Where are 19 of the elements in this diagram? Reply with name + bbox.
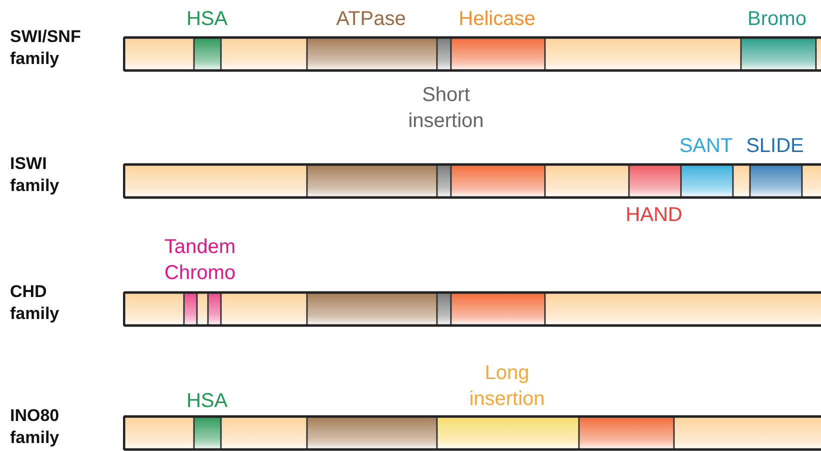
domain-label: HSA: [185, 7, 229, 32]
family-label: INO80 family: [10, 405, 60, 449]
domain-label: Tandem Chromo: [163, 235, 237, 286]
domain-label: Long insertion: [468, 361, 546, 412]
protein-domain-bar: [123, 415, 821, 451]
family-label: SWI/SNF family: [10, 26, 82, 70]
family-label: CHD family: [10, 281, 60, 325]
protein-domain-bar: [123, 163, 821, 199]
protein-domain-bar: [123, 291, 821, 327]
domain-label: Short insertion: [407, 83, 485, 134]
domain-label: ATPase: [335, 7, 407, 32]
domain-label: SLIDE: [745, 134, 805, 159]
domain-label: HSA: [185, 389, 229, 414]
domain-label: HAND: [624, 203, 684, 228]
domain-label: SANT: [678, 134, 734, 159]
protein-domain-bar: [123, 36, 821, 72]
domain-label: Helicase: [458, 7, 536, 32]
domain-label: Bromo: [746, 7, 808, 32]
family-label: ISWI family: [10, 153, 60, 197]
